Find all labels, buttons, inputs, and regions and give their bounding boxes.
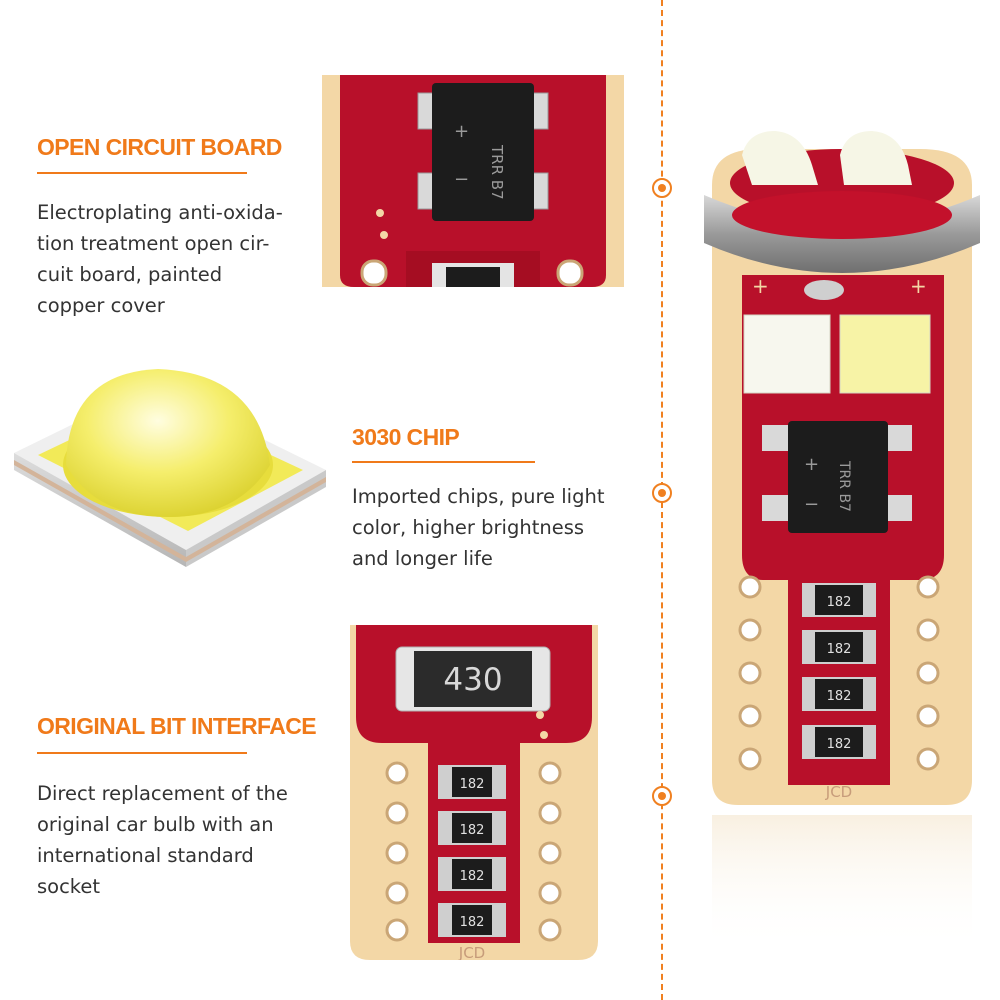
resistor-stack: 182 182 182 182 <box>438 765 506 937</box>
circuit-board-closeup: + − TRR B7 <box>322 75 624 287</box>
svg-text:182: 182 <box>460 823 485 838</box>
bulb-base-closeup: 430 182 182 182 182 JCD <box>350 625 598 960</box>
svg-text:+: + <box>752 274 769 298</box>
svg-text:+: + <box>804 454 819 475</box>
feature-description: Electroplating anti-oxida- tion treatmen… <box>37 201 283 317</box>
brand-mark: JCD <box>458 944 485 960</box>
resistor-430 <box>414 651 532 707</box>
title-underline <box>37 752 247 754</box>
timeline-node-icon <box>652 483 672 503</box>
svg-text:−: − <box>454 169 469 190</box>
feature-description: Direct replacement of the original car b… <box>37 782 288 898</box>
chip-marking: TRR B7 <box>488 144 506 200</box>
led-bulb-product-image: + + + − TRR B7 182 182 182 182 JCD <box>704 131 980 950</box>
title-underline <box>352 461 535 463</box>
svg-text:JCD: JCD <box>825 783 852 801</box>
svg-text:182: 182 <box>460 869 485 884</box>
resistor-label: 430 <box>443 662 502 698</box>
timeline-node-icon <box>652 786 672 806</box>
svg-text:182: 182 <box>827 642 852 657</box>
timeline-node-icon <box>652 178 672 198</box>
chip-plus-mark: + <box>454 121 469 142</box>
feature-description: Imported chips, pure light color, higher… <box>352 485 605 570</box>
svg-text:−: − <box>804 494 819 515</box>
svg-text:+: + <box>910 274 927 298</box>
bridge-rectifier-chip <box>432 83 534 221</box>
svg-text:182: 182 <box>827 595 852 610</box>
svg-text:182: 182 <box>460 915 485 930</box>
svg-text:182: 182 <box>827 737 852 752</box>
led-3030-chip-image <box>14 369 326 567</box>
feature-title-original-bit-interface: ORIGINAL BIT INTERFACE <box>37 713 317 739</box>
svg-text:182: 182 <box>460 777 485 792</box>
svg-text:182: 182 <box>827 689 852 704</box>
title-underline <box>37 172 247 174</box>
svg-text:TRR B7: TRR B7 <box>836 460 852 512</box>
feature-title-3030-chip: 3030 CHIP <box>352 424 460 450</box>
feature-title-open-circuit-board: OPEN CIRCUIT BOARD <box>37 134 282 160</box>
